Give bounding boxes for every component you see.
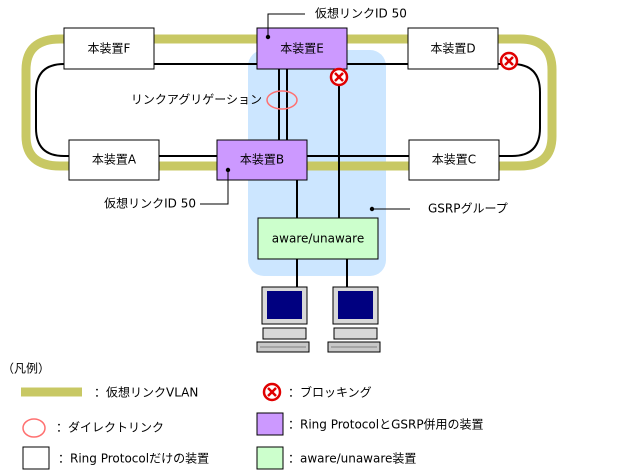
callout-virtual-link-top: 仮想リンクID 50 — [315, 6, 407, 21]
pc-icon-1 — [256, 286, 310, 353]
blocking-icon-e — [329, 67, 349, 87]
legend-ring-only-swatch — [22, 446, 50, 470]
legend-direct-link-swatch — [22, 418, 46, 438]
callout-line-bottom — [200, 170, 229, 205]
virtual-link-vlan-ring — [21, 34, 557, 171]
device-b[interactable]: 本装置B — [216, 139, 308, 181]
device-c-label: 本装置C — [432, 153, 476, 167]
callout-virtual-link-bottom: 仮想リンクID 50 — [104, 196, 196, 211]
callout-line-top — [267, 13, 305, 37]
device-d-label: 本装置D — [430, 42, 475, 56]
callout-dot-top — [265, 34, 271, 40]
device-c[interactable]: 本装置C — [408, 139, 500, 181]
legend-aware-device: ：aware/unaware装置 — [288, 452, 416, 466]
device-f[interactable]: 本装置F — [63, 27, 155, 70]
legend-virtual-vlan: ：仮想リンクVLAN — [94, 385, 198, 400]
callout-gsrp-group: GSRPグループ — [428, 202, 508, 216]
pc-icon-2 — [327, 286, 381, 353]
legend-ring-gsrp-swatch — [256, 412, 284, 436]
callout-dot-bottom — [225, 167, 231, 173]
device-e[interactable]: 本装置E — [256, 27, 348, 70]
device-aware-label: aware/unaware — [272, 232, 364, 246]
device-e-label: 本装置E — [280, 42, 324, 56]
legend-title: （凡例） — [2, 362, 50, 376]
legend-ring-only: ：Ring Protocolだけの装置 — [58, 452, 209, 466]
device-b-label: 本装置B — [240, 153, 284, 167]
callout-dot-gsrp — [369, 206, 375, 212]
device-aware[interactable]: aware/unaware — [257, 217, 379, 260]
legend-aware-swatch — [256, 446, 284, 470]
device-f-label: 本装置F — [88, 42, 131, 56]
device-a[interactable]: 本装置A — [68, 139, 160, 181]
legend-blocking-icon — [262, 382, 282, 402]
legend-direct-link: ：ダイレクトリンク — [56, 420, 164, 435]
device-a-label: 本装置A — [92, 153, 137, 167]
ring-link — [35, 63, 541, 157]
legend-ring-gsrp: ：Ring ProtocolとGSRP併用の装置 — [288, 418, 484, 432]
legend-blocking: ：ブロッキング — [288, 385, 372, 400]
link-aggregation-marker — [266, 90, 298, 110]
device-d[interactable]: 本装置D — [407, 27, 499, 70]
blocking-icon-d — [499, 51, 519, 71]
callout-link-aggregation: リンクアグリゲーション — [131, 93, 262, 107]
